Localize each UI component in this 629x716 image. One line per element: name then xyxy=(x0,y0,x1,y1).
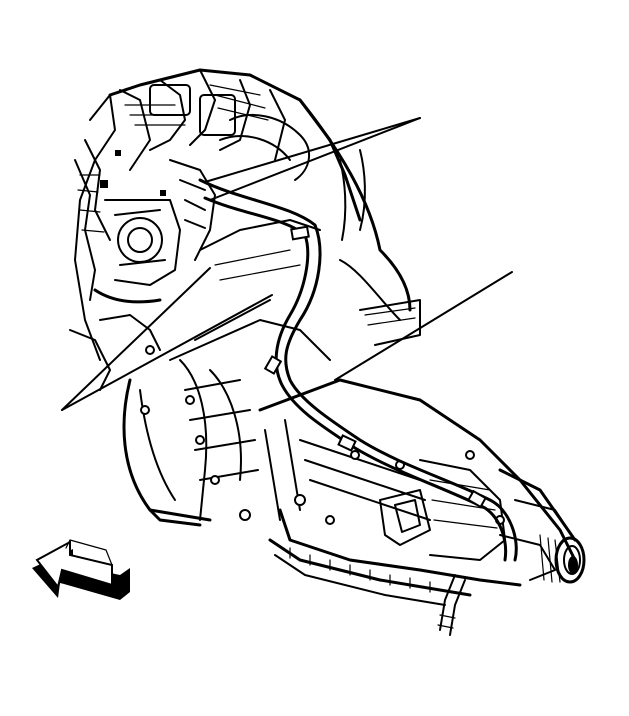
callout-1 xyxy=(204,117,421,201)
transmission-body xyxy=(140,345,586,636)
bell-housing xyxy=(122,98,421,527)
callout-3 xyxy=(61,267,273,411)
engine-block xyxy=(69,68,362,391)
cooler-lines xyxy=(198,149,518,562)
callout-2 xyxy=(334,271,513,381)
front-direction-arrow-icon xyxy=(32,539,130,600)
